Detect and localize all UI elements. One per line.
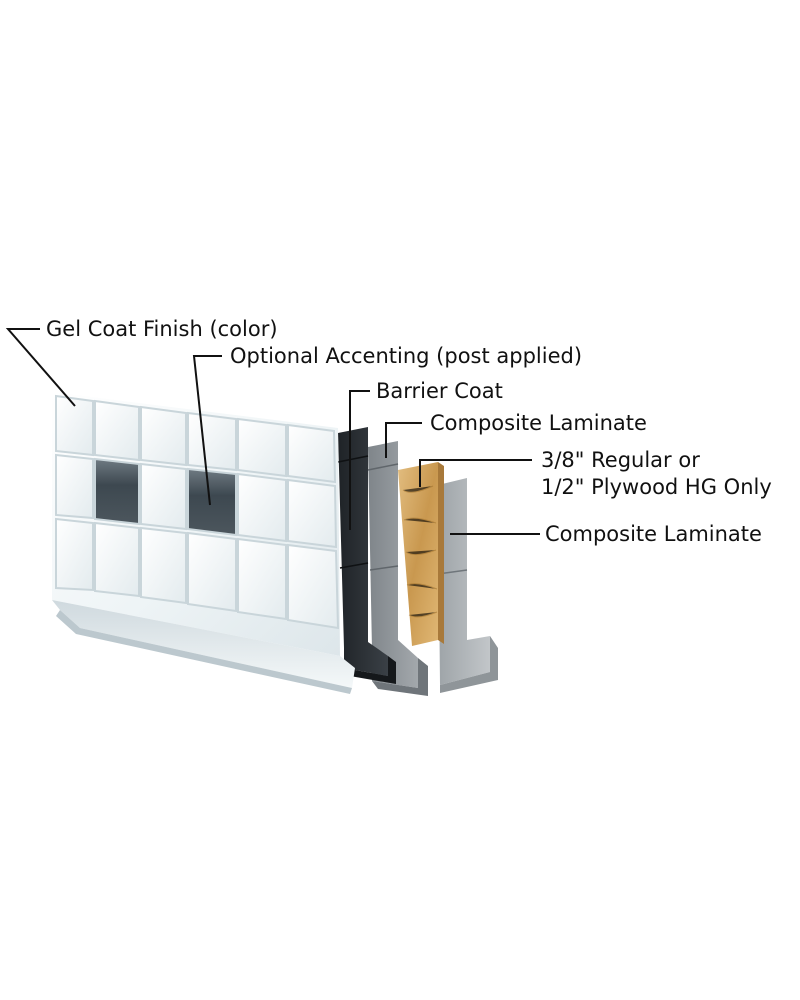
- label-composite-laminate-2: Composite Laminate: [545, 522, 762, 546]
- label-plywood-line-1: 3/8" Regular or: [541, 448, 700, 472]
- label-barrier-coat: Barrier Coat: [376, 379, 503, 403]
- label-composite-laminate-1: Composite Laminate: [430, 411, 647, 435]
- plywood-core-layer: [398, 462, 444, 646]
- leader-gel-coat: [5, 328, 76, 407]
- leader-accenting: [192, 355, 222, 506]
- label-gel-coat-finish: Gel Coat Finish (color): [46, 317, 278, 341]
- label-plywood-line-2: 1/2" Plywood HG Only: [541, 475, 772, 499]
- composite-laminate-back-layer: [437, 478, 498, 693]
- composite-laminate-front-layer: [367, 441, 428, 696]
- leader-barrier-coat: [349, 390, 370, 530]
- leader-plywood: [419, 459, 532, 487]
- label-optional-accenting: Optional Accenting (post applied): [230, 344, 582, 368]
- leader-composite-laminate-1: [385, 422, 422, 458]
- leader-lines: [5, 328, 540, 535]
- gel-coat-tiled-panel: [52, 392, 355, 694]
